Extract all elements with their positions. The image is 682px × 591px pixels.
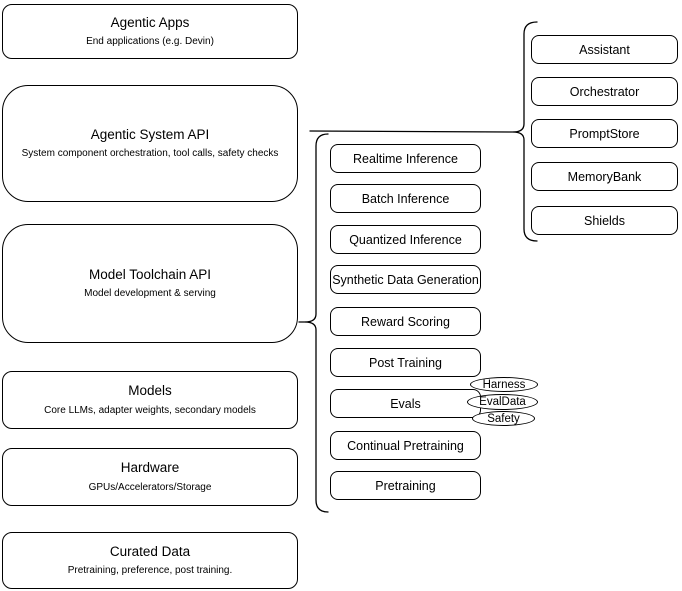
node-post-training: Post Training bbox=[330, 348, 481, 377]
node-agentic-apps: Agentic Apps End applications (e.g. Devi… bbox=[2, 4, 298, 59]
node-label: Synthetic Data Generation bbox=[332, 272, 479, 287]
node-models: Models Core LLMs, adapter weights, secon… bbox=[2, 371, 298, 429]
node-label: Assistant bbox=[579, 42, 630, 57]
toolchain-brace bbox=[304, 133, 329, 513]
node-quantized-inference: Quantized Inference bbox=[330, 225, 481, 254]
node-label: Realtime Inference bbox=[353, 151, 458, 166]
node-orchestrator: Orchestrator bbox=[531, 77, 678, 106]
node-title: Agentic System API bbox=[90, 126, 210, 142]
node-label: Continual Pretraining bbox=[347, 438, 464, 453]
node-title: Curated Data bbox=[109, 543, 191, 559]
node-label: Evals bbox=[390, 396, 421, 411]
node-agentic-system-api: Agentic System API System component orch… bbox=[2, 85, 298, 202]
node-subtitle: Pretraining, preference, post training. bbox=[67, 565, 233, 577]
tag-label: Harness bbox=[482, 378, 526, 391]
node-curated-data: Curated Data Pretraining, preference, po… bbox=[2, 532, 298, 589]
node-label: Batch Inference bbox=[361, 191, 450, 206]
tag-label: Safety bbox=[487, 412, 520, 425]
node-label: Pretraining bbox=[375, 478, 436, 493]
node-reward-scoring: Reward Scoring bbox=[330, 307, 481, 336]
node-subtitle: System component orchestration, tool cal… bbox=[21, 148, 279, 160]
node-shields: Shields bbox=[531, 206, 678, 235]
node-subtitle: Model development & serving bbox=[84, 288, 216, 300]
node-title: Agentic Apps bbox=[110, 14, 190, 30]
node-continual-pretraining: Continual Pretraining bbox=[330, 431, 481, 460]
system-connector-line bbox=[309, 130, 514, 133]
node-title: Models bbox=[128, 383, 172, 399]
node-memorybank: MemoryBank bbox=[531, 162, 678, 191]
node-pretraining: Pretraining bbox=[330, 471, 481, 500]
tag-label: EvalData bbox=[479, 396, 526, 408]
node-subtitle: Core LLMs, adapter weights, secondary mo… bbox=[44, 404, 256, 416]
node-assistant: Assistant bbox=[531, 35, 678, 64]
tag-evaldata: EvalData bbox=[467, 394, 538, 410]
node-label: Quantized Inference bbox=[349, 232, 462, 247]
node-subtitle: End applications (e.g. Devin) bbox=[86, 36, 214, 48]
node-promptstore: PromptStore bbox=[531, 119, 678, 148]
tag-harness: Harness bbox=[470, 377, 538, 392]
node-label: Shields bbox=[584, 213, 625, 228]
node-label: Post Training bbox=[369, 355, 442, 370]
node-title: Model Toolchain API bbox=[88, 266, 212, 282]
node-label: Orchestrator bbox=[569, 84, 640, 99]
tag-safety: Safety bbox=[472, 411, 535, 426]
node-label: PromptStore bbox=[569, 126, 640, 141]
node-realtime-inference: Realtime Inference bbox=[330, 144, 481, 173]
node-label: MemoryBank bbox=[567, 169, 642, 184]
node-evals: Evals bbox=[330, 389, 481, 418]
node-synthetic-data-generation: Synthetic Data Generation bbox=[330, 265, 481, 294]
node-title: Hardware bbox=[120, 460, 180, 476]
node-model-toolchain-api: Model Toolchain API Model development & … bbox=[2, 224, 298, 343]
node-subtitle: GPUs/Accelerators/Storage bbox=[88, 481, 212, 493]
node-batch-inference: Batch Inference bbox=[330, 184, 481, 213]
node-hardware: Hardware GPUs/Accelerators/Storage bbox=[2, 448, 298, 506]
node-label: Reward Scoring bbox=[361, 314, 450, 329]
